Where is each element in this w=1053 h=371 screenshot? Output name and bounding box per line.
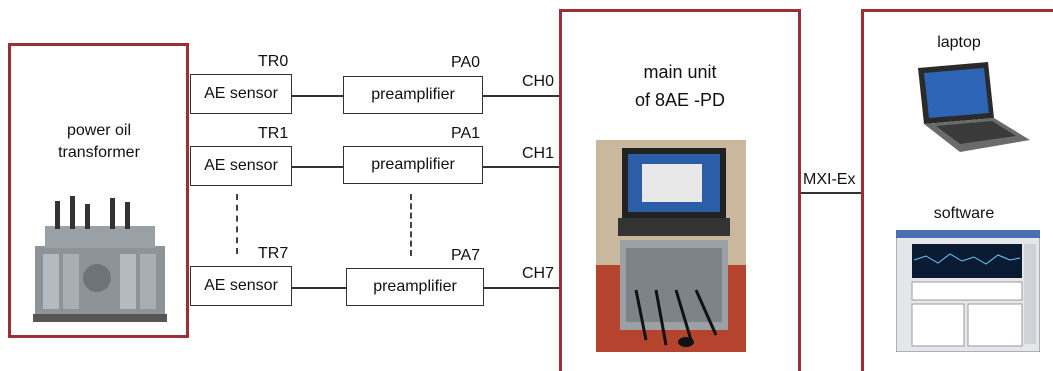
transformer-image [25, 196, 175, 326]
preamp-tag-0: PA0 [451, 54, 481, 71]
channel-label-1: CH1 [522, 145, 555, 162]
connector-preamp-channel-1 [483, 166, 560, 168]
transformer-box: power oil transformer [8, 43, 189, 338]
software-screenshot [896, 230, 1040, 352]
channel-label-7: CH7 [522, 265, 555, 282]
transformer-title: power oil transformer [58, 122, 140, 161]
sensor-tag-7: TR7 [258, 245, 289, 262]
sensor-tag-1: TR1 [258, 125, 289, 142]
mxi-link-label: MXI-Ex [803, 171, 856, 188]
ae-sensor-box-1: AE sensor [190, 146, 292, 186]
preamplifier-box-1: preamplifier [343, 146, 483, 184]
ae-sensor-label-0: AE sensor [204, 85, 278, 102]
connector-sensor-preamp-7 [292, 287, 346, 289]
preamp-ellipsis-dashes [410, 194, 412, 256]
main-unit-image [596, 140, 746, 352]
channel-label-0: CH0 [522, 73, 555, 90]
laptop-label: laptop [937, 34, 981, 51]
ae-sensor-label-7: AE sensor [204, 277, 278, 294]
connector-preamp-channel-0 [483, 95, 560, 97]
preamp-tag-1: PA1 [451, 125, 481, 142]
connector-sensor-preamp-1 [292, 166, 343, 168]
preamplifier-label-1: preamplifier [371, 156, 455, 173]
connector-preamp-channel-7 [484, 287, 560, 289]
preamplifier-box-7: preamplifier [346, 268, 484, 306]
mxi-link-line [801, 192, 862, 194]
ae-sensor-box-0: AE sensor [190, 74, 292, 114]
main-unit-title: main unit of 8AE -PD [634, 62, 726, 110]
ae-sensor-label-1: AE sensor [204, 157, 278, 174]
preamplifier-label-0: preamplifier [371, 86, 455, 103]
connector-sensor-preamp-0 [292, 95, 343, 97]
preamp-tag-7: PA7 [451, 247, 481, 264]
sensor-tag-0: TR0 [258, 53, 289, 70]
laptop-icon [908, 60, 1033, 155]
ae-sensor-box-7: AE sensor [190, 266, 292, 306]
sensor-ellipsis-dashes [236, 194, 238, 254]
main-unit-box: main unit of 8AE -PD [559, 9, 801, 371]
preamplifier-label-7: preamplifier [373, 278, 457, 295]
preamplifier-box-0: preamplifier [343, 76, 483, 114]
software-label: software [933, 205, 995, 222]
computer-box: laptop software [861, 9, 1053, 371]
